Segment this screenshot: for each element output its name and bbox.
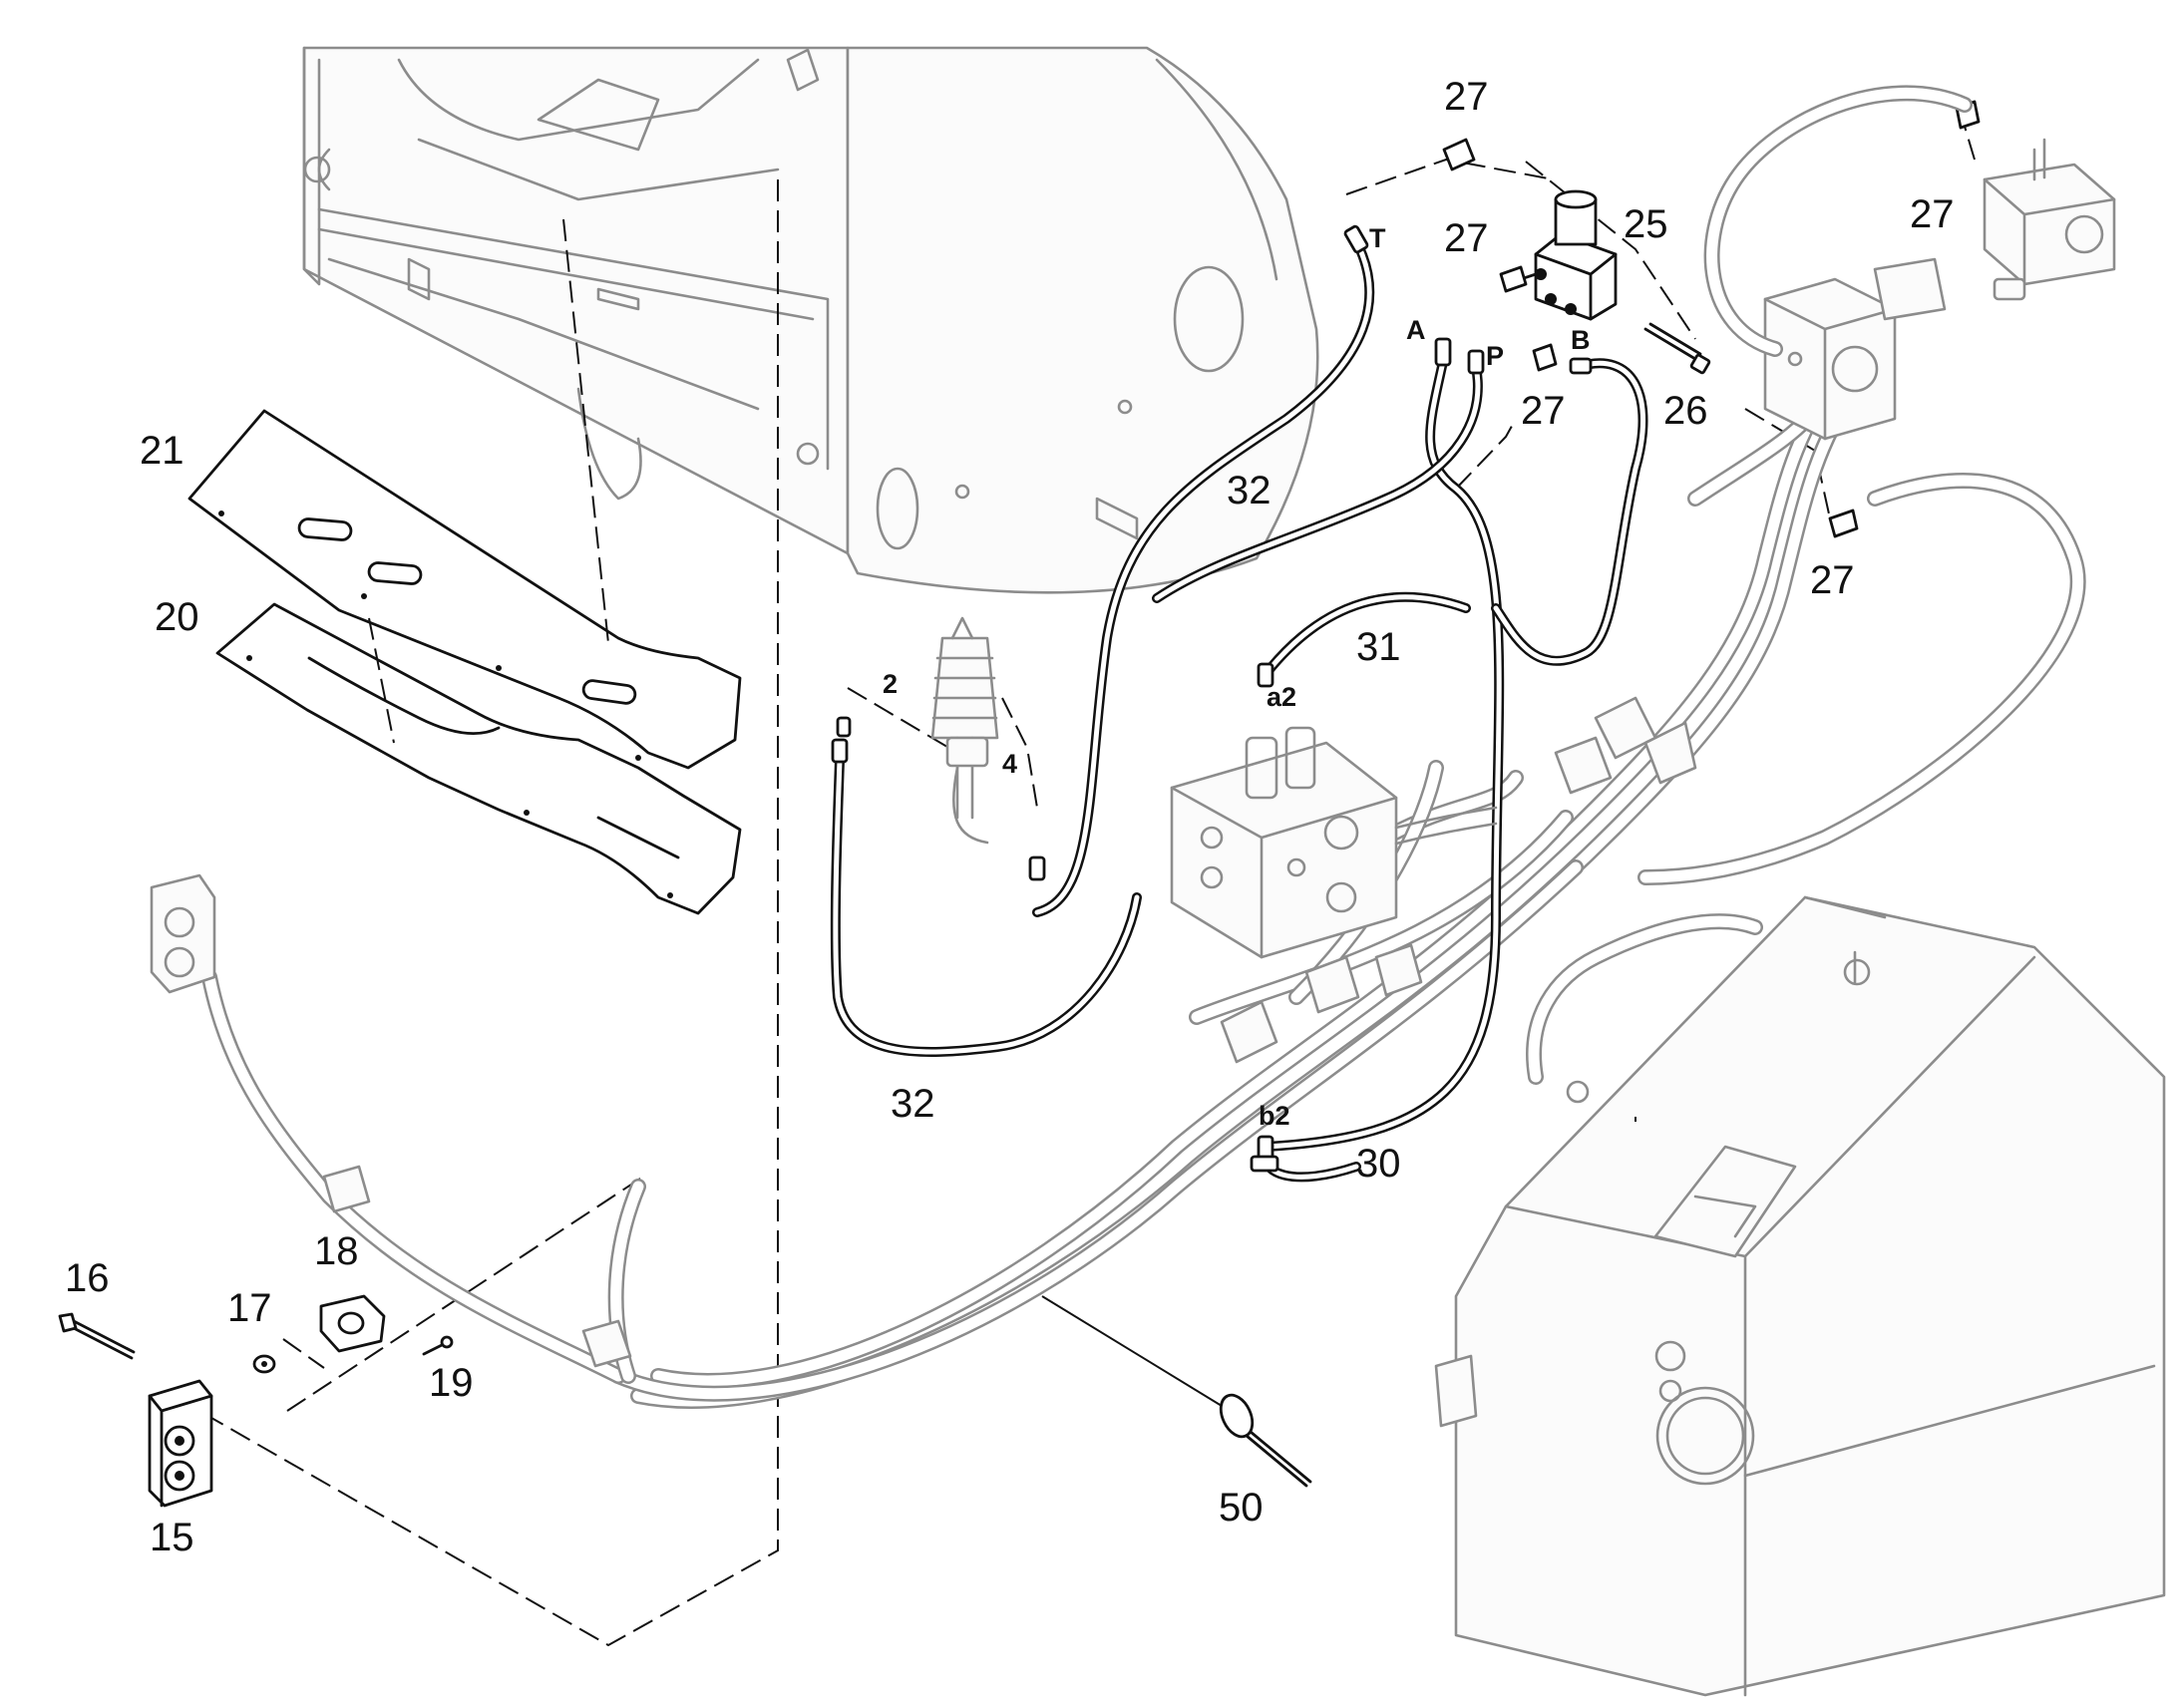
hose-bundle: [201, 371, 1863, 1409]
pump-supply-hoses: [1526, 85, 2086, 1085]
panel-20: [215, 602, 742, 915]
callout-27-b: 27: [1521, 389, 1566, 433]
port-label-2: 2: [883, 669, 898, 699]
port-label-B: B: [1571, 325, 1591, 355]
rear-body-panel: [846, 46, 1319, 594]
callout-18: 18: [314, 1229, 359, 1273]
hose-fittings: [831, 224, 1593, 1173]
callout-16: 16: [65, 1256, 110, 1300]
hose-lines: [830, 236, 1648, 1183]
hydraulic-tank: [1434, 895, 2166, 1697]
callout-17: 17: [227, 1286, 272, 1330]
port-label-4: 4: [1002, 749, 1017, 779]
fitting-27: [1442, 100, 1981, 538]
callout-27-pump: 27: [1810, 558, 1855, 602]
port-label-P: P: [1486, 341, 1504, 371]
callout-31: 31: [1356, 625, 1401, 669]
callout-26: 26: [1663, 389, 1708, 433]
callout-27-mid: 27: [1444, 216, 1489, 260]
hydraulic-pump: [1763, 257, 1947, 441]
hose-clamps: [322, 696, 1697, 1368]
valve-assembly-right: [1983, 138, 2116, 301]
washer-17: [252, 1354, 276, 1374]
callout-27-top: 27: [1444, 75, 1489, 119]
callout-19: 19: [429, 1361, 474, 1405]
callout-27-right: 27: [1910, 192, 1955, 236]
control-valve-block: [1170, 726, 1498, 959]
coupling-block-top: [150, 873, 216, 994]
callout-32-upper: 32: [1227, 469, 1272, 512]
callout-15: 15: [150, 1516, 194, 1559]
port-label-a2: a2: [1267, 682, 1296, 712]
port-labels: T A P B a2 b2 2 4: [883, 223, 1591, 1131]
callout-labels: 15 16 17 18 19 20 21 25 26 27 27 27 27 2…: [65, 75, 1955, 1559]
screw-19: [422, 1335, 454, 1356]
port-label-A: A: [1406, 315, 1426, 345]
callout-25: 25: [1624, 202, 1668, 246]
port-label-b2: b2: [1259, 1101, 1290, 1131]
port-label-T: T: [1369, 223, 1386, 253]
cable-tie-50: [1219, 1393, 1312, 1488]
callout-32-lower: 32: [891, 1082, 935, 1126]
joystick: [930, 616, 999, 845]
callout-30: 30: [1356, 1142, 1401, 1186]
bolt-16: [58, 1312, 136, 1360]
flange-18: [319, 1294, 386, 1353]
callout-leaders: [1041, 1117, 1636, 1407]
coupling-block-15: [148, 1379, 213, 1508]
valve-25: [1504, 189, 1618, 321]
machine-frame: [302, 46, 850, 555]
callout-21: 21: [140, 429, 184, 473]
panel-21: [187, 409, 742, 770]
callout-20: 20: [155, 595, 199, 639]
callout-50: 50: [1219, 1486, 1264, 1530]
bolt-26: [1643, 322, 1711, 375]
